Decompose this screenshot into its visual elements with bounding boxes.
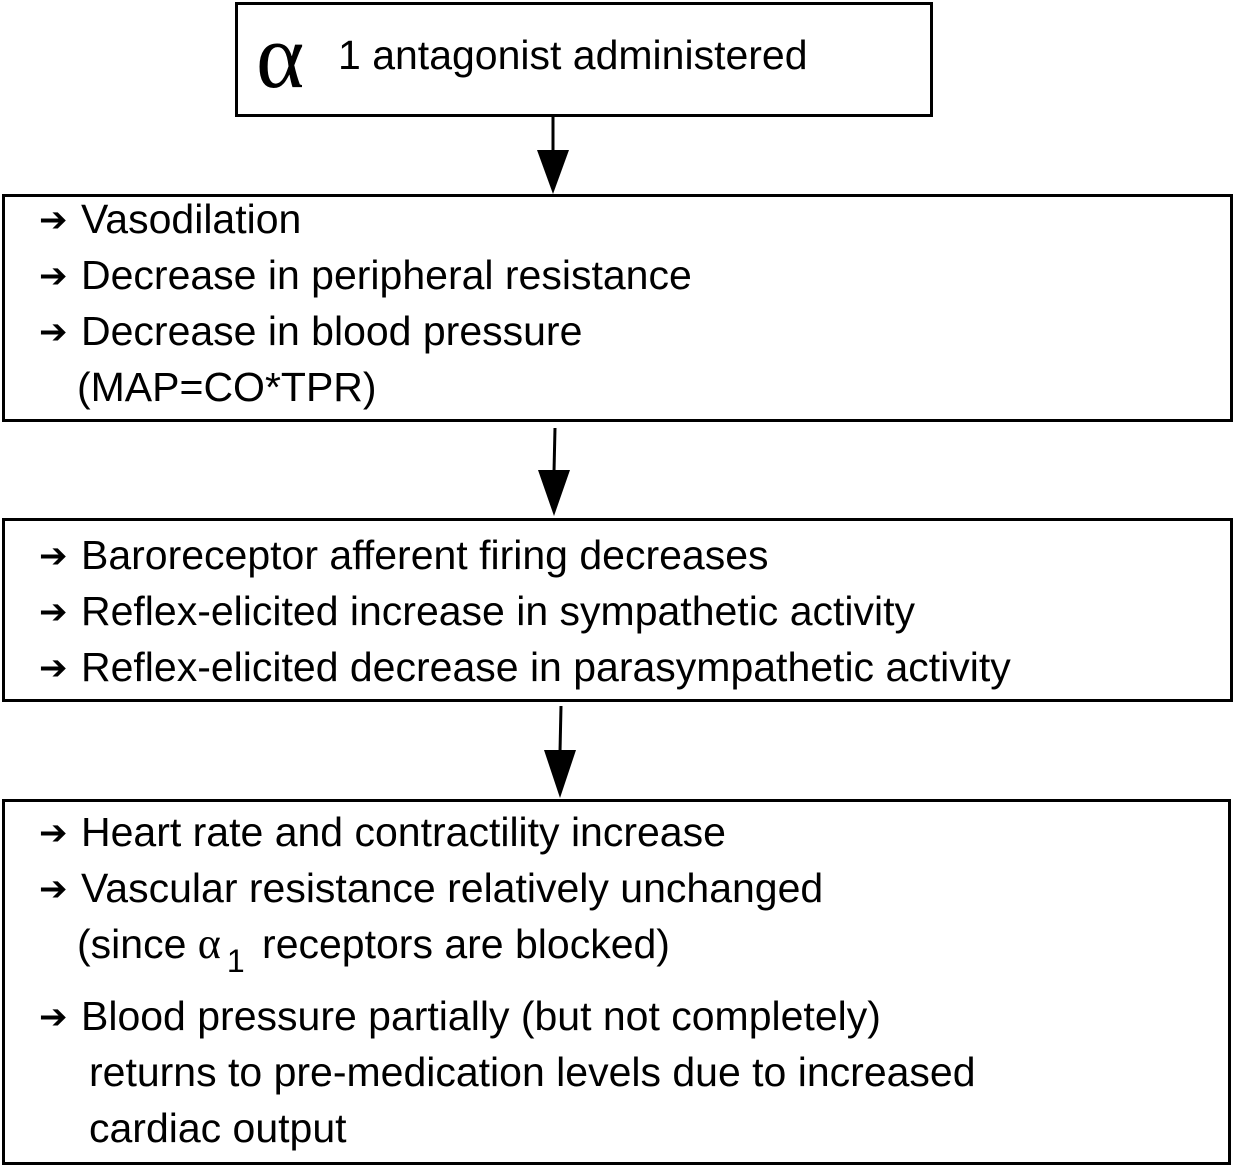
right-arrow-icon: ➔ <box>39 536 68 576</box>
list-item: ➔Blood pressure partially (but not compl… <box>39 988 881 1045</box>
effects-box: ➔Vasodilation ➔Decrease in peripheral re… <box>2 194 1233 422</box>
continuation-line: cardiac output <box>89 1105 347 1151</box>
right-arrow-icon: ➔ <box>39 813 68 853</box>
alpha-symbol: α <box>256 5 305 107</box>
list-item: ➔Reflex-elicited decrease in parasympath… <box>39 639 1011 696</box>
list-item: ➔Decrease in blood pressure <box>39 303 582 360</box>
title-box: α 1 antagonist administered <box>235 2 933 117</box>
connector-arrow-2 <box>538 427 570 516</box>
right-arrow-icon: ➔ <box>39 312 68 352</box>
continuation-line: returns to pre-medication levels due to … <box>89 1049 976 1095</box>
right-arrow-icon: ➔ <box>39 648 68 688</box>
right-arrow-icon: ➔ <box>39 869 68 909</box>
alpha-symbol: α <box>197 919 221 968</box>
connector-arrow-3 <box>544 705 576 798</box>
right-arrow-icon: ➔ <box>39 997 68 1037</box>
title-text: 1 antagonist administered <box>338 32 808 78</box>
outcome-box: ➔Heart rate and contractility increase ➔… <box>2 799 1231 1165</box>
right-arrow-icon: ➔ <box>39 256 68 296</box>
list-item: ➔Heart rate and contractility increase <box>39 804 726 861</box>
connector-arrow-1 <box>537 117 569 194</box>
reflex-box: ➔Baroreceptor afferent firing decreases … <box>2 518 1233 702</box>
list-item: ➔Vasodilation <box>39 191 301 248</box>
list-item: ➔Baroreceptor afferent firing decreases <box>39 527 769 584</box>
list-item: ➔Reflex-elicited increase in sympathetic… <box>39 583 915 640</box>
list-item: ➔Vascular resistance relatively unchange… <box>39 860 823 917</box>
list-item: ➔Decrease in peripheral resistance <box>39 247 692 304</box>
right-arrow-icon: ➔ <box>39 592 68 632</box>
subscript: 1 <box>226 943 245 979</box>
formula-note: (MAP=CO*TPR) <box>77 364 377 410</box>
right-arrow-icon: ➔ <box>39 200 68 240</box>
